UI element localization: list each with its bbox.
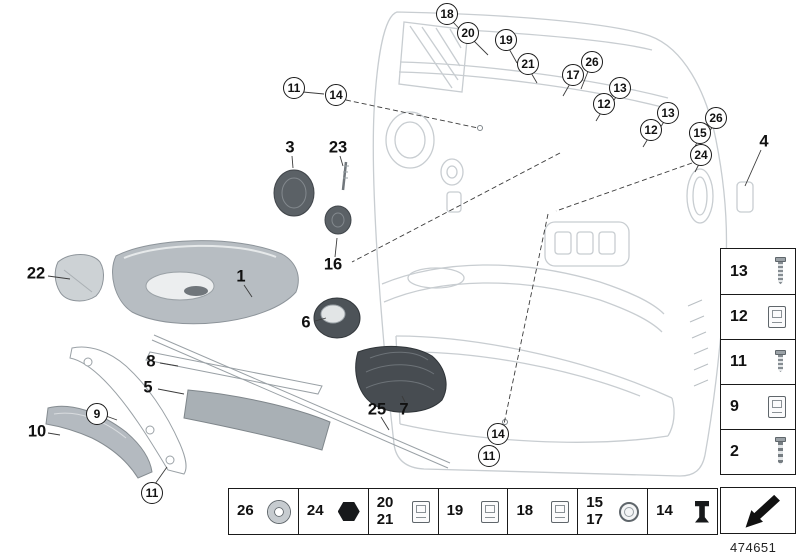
- part-icon: [775, 437, 786, 467]
- legend-item[interactable]: 18: [507, 489, 577, 534]
- part-number-label: 9: [730, 398, 739, 415]
- part-number-label: 24: [306, 502, 324, 520]
- part-callout[interactable]: 13: [609, 77, 631, 99]
- legend-item[interactable]: 14: [647, 489, 717, 534]
- part-callout[interactable]: 14: [325, 84, 347, 106]
- part-callout[interactable]: 7: [399, 400, 409, 419]
- part-callout[interactable]: 4: [759, 132, 769, 151]
- part-callout[interactable]: 10: [27, 422, 47, 441]
- diagram-number: 474651: [730, 540, 777, 555]
- part-callout[interactable]: 18: [436, 3, 458, 25]
- legend-item[interactable]: 20 21: [367, 489, 438, 534]
- part-callout[interactable]: 1: [236, 267, 246, 286]
- part-icon: [695, 500, 710, 523]
- part-icon: [481, 500, 500, 523]
- legend-item[interactable]: 9: [721, 384, 795, 429]
- part-callout[interactable]: 9: [86, 403, 108, 425]
- part-callout[interactable]: 3: [285, 138, 295, 157]
- part-icon: [768, 306, 786, 328]
- part-icon: [411, 500, 430, 523]
- part-callout[interactable]: 13: [657, 102, 679, 124]
- part-number-label: 18: [516, 502, 534, 520]
- part-number-label: 14: [656, 502, 673, 520]
- part-callout[interactable]: 11: [283, 77, 305, 99]
- legend-item[interactable]: 12: [721, 294, 795, 339]
- part-callout[interactable]: 16: [323, 255, 343, 274]
- part-callout[interactable]: 12: [593, 93, 615, 115]
- part-icon: [267, 500, 290, 523]
- legend-item[interactable]: 24: [297, 489, 368, 534]
- part-callout[interactable]: 21: [517, 53, 539, 75]
- part-callout[interactable]: 22: [26, 264, 46, 283]
- part-callout[interactable]: 26: [705, 107, 727, 129]
- part-callout[interactable]: 5: [143, 378, 153, 397]
- part-number-label: 26: [237, 502, 254, 520]
- part-icon: [775, 256, 786, 287]
- part-callout[interactable]: 20: [457, 22, 479, 44]
- part-icon: [775, 350, 786, 374]
- part-number-label: 15 17: [586, 494, 603, 528]
- part-callout[interactable]: 14: [487, 423, 509, 445]
- part-number-label: 11: [730, 353, 747, 370]
- part-callout[interactable]: 11: [141, 482, 163, 504]
- part-callout[interactable]: 15: [689, 122, 711, 144]
- legend-item[interactable]: 2: [721, 429, 795, 474]
- part-callout[interactable]: 12: [640, 119, 662, 141]
- part-number-label: 13: [730, 262, 748, 280]
- part-number-label: 20 21: [376, 494, 394, 528]
- legend-item[interactable]: 26: [229, 489, 298, 534]
- part-icon: [619, 501, 640, 522]
- part-callout[interactable]: 25: [367, 400, 387, 419]
- part-icon: [768, 396, 786, 418]
- part-callout[interactable]: 24: [690, 144, 712, 166]
- part-callout[interactable]: 23: [328, 138, 348, 157]
- legend-item[interactable]: 13: [721, 249, 795, 294]
- part-callout[interactable]: 19: [495, 29, 517, 51]
- part-callout[interactable]: 26: [581, 51, 603, 73]
- fastener-legend-bottom: 26 24 20 21 19: [228, 488, 718, 535]
- legend-item[interactable]: 19: [437, 489, 508, 534]
- direction-arrow: [720, 487, 796, 534]
- part-icon: [337, 502, 360, 521]
- part-callout[interactable]: 17: [562, 64, 584, 86]
- part-icon: [551, 500, 570, 523]
- part-number-label: 19: [446, 502, 464, 520]
- part-number-label: 2: [730, 443, 739, 460]
- part-callout[interactable]: 8: [146, 352, 156, 371]
- fastener-legend-side: 13 12 11 9 2: [720, 248, 796, 475]
- legend-item[interactable]: 11: [721, 339, 795, 384]
- part-callout[interactable]: 6: [301, 313, 311, 332]
- part-callout[interactable]: 11: [478, 445, 500, 467]
- legend-item[interactable]: 15 17: [577, 489, 647, 534]
- part-number-label: 12: [730, 308, 748, 325]
- direction-arrow-icon: [745, 494, 780, 528]
